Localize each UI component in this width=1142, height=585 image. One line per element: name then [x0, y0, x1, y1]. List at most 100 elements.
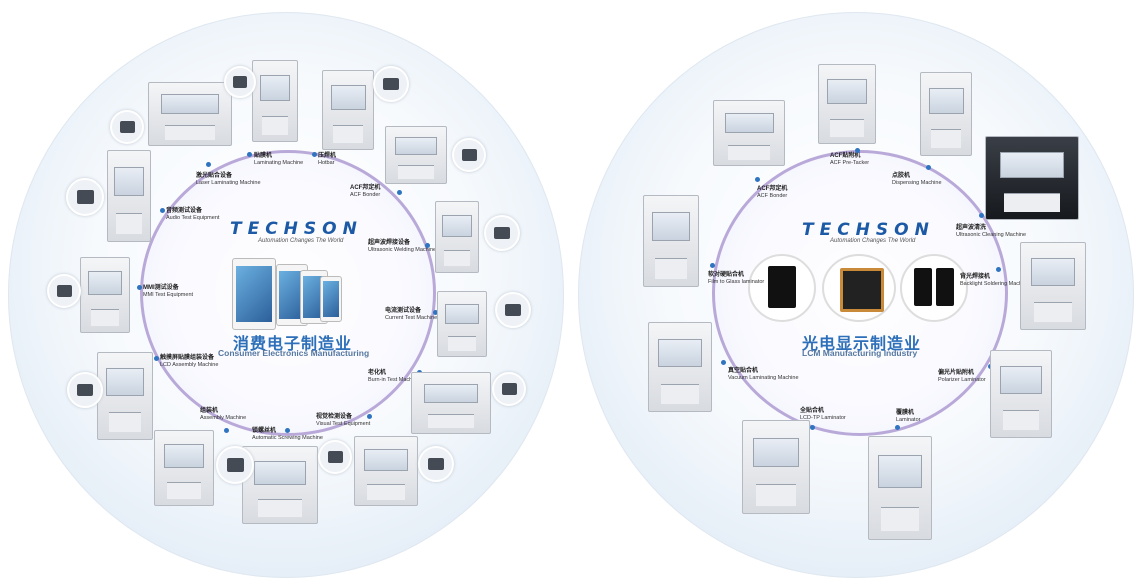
component-thumbnail [495, 292, 531, 328]
label-en: MMI Test Equipment [143, 292, 194, 298]
ring-dot [810, 425, 815, 430]
label-en: Current Test Machine [385, 315, 438, 321]
label-cn: ACF邦定机 [757, 186, 788, 192]
film-to-glass-laminator-image [643, 195, 699, 287]
component-thumbnail [216, 446, 254, 484]
acf-bonder-image [385, 126, 447, 184]
label-en: Backlight Soldering Machine [960, 281, 1030, 287]
ring-dot [979, 213, 984, 218]
label-en: Automatic Screwing Machine [252, 435, 323, 441]
label-en: LCD-TP Laminator [800, 415, 846, 421]
acf-bonder-image [713, 100, 785, 166]
laser-laminating-machine-image [148, 82, 232, 146]
ring-dot [755, 177, 760, 182]
label-cn: ACF贴附机 [830, 153, 861, 159]
lcd-tp-laminator-image [742, 420, 810, 514]
label-cn: 真空贴合机 [728, 368, 759, 374]
lcd-assembly-machine-image [97, 352, 153, 440]
ring-dot [433, 310, 438, 315]
component-thumbnail [373, 66, 409, 102]
component-thumbnail [492, 372, 526, 406]
label-cn: 全贴合机 [800, 408, 825, 414]
label-en: Vacuum Laminating Machine [728, 375, 799, 381]
label-cn: 老化机 [368, 370, 387, 376]
hotbar-machine-image [322, 70, 374, 150]
label-cn: 覆膜机 [896, 410, 915, 416]
phone-image [232, 258, 276, 330]
current-test-machine-image [437, 291, 487, 357]
component-thumbnail [66, 178, 104, 216]
label-cn: MMI测试设备 [143, 285, 179, 291]
ring-dot [710, 263, 715, 268]
label-en: Laminating Machine [254, 160, 304, 166]
label-en: Laser Laminating Machine [196, 180, 261, 186]
ultrasonic-welding-image [435, 201, 479, 273]
ring-dot [206, 162, 211, 167]
component-thumbnail [110, 110, 144, 144]
label-en: Ultrasonic Cleaning Machine [956, 232, 1027, 238]
ring-dot [137, 285, 142, 290]
ring-dot [285, 428, 290, 433]
techson-logo: TECHSON [230, 219, 363, 239]
ring-dot [926, 165, 931, 170]
label-en: Assembly Machine [200, 415, 247, 421]
label-en: Hotbar [318, 160, 335, 166]
ring-dot [425, 243, 430, 248]
ring-dot [996, 267, 1001, 272]
polarizer-laminator-image [990, 350, 1052, 438]
label-en: Film to Glass laminator [708, 279, 765, 285]
visual-test-equipment-image [354, 436, 418, 506]
label-cn: ACF邦定机 [350, 185, 381, 191]
ultrasonic-cleaning-image [985, 136, 1079, 220]
mmi-test-equipment-image [80, 257, 130, 333]
ring-dot [367, 414, 372, 419]
label-en: Polarizer Laminator [938, 377, 986, 383]
label-en: Visual Test Equipment [316, 421, 371, 427]
label-cn: 压焊机 [318, 153, 337, 159]
label-cn: 点胶机 [892, 173, 911, 179]
laminator-image [868, 436, 932, 540]
ring-dot [895, 425, 900, 430]
label-cn: 超声波清洗 [956, 225, 987, 231]
consumer-title-en: Consumer Electronics Manufacturing [218, 348, 370, 358]
label-cn: 背光焊接机 [960, 274, 991, 280]
label-cn: 电流测试设备 [385, 308, 422, 314]
phone-image [320, 276, 342, 322]
component-thumbnail [224, 66, 256, 98]
label-cn: 锁螺丝机 [252, 428, 277, 434]
lcm-title-cn: 光电显示制造业 [802, 336, 922, 353]
dispensing-machine-image [920, 72, 972, 156]
label-en: ACF Bonder [757, 193, 788, 199]
audio-test-equipment-image [107, 150, 151, 242]
ring-dot [855, 148, 860, 153]
vacuum-laminating-image [648, 322, 712, 412]
ring-dot [154, 356, 159, 361]
component-thumbnail [47, 274, 81, 308]
component-thumbnail [67, 372, 103, 408]
ring-dot [312, 152, 317, 157]
display-panel-image [900, 254, 968, 322]
slogan: Automation Changes The World [830, 238, 916, 244]
acf-pre-tacker-image [818, 64, 876, 144]
burn-in-machine-image [411, 372, 491, 434]
label-en: ACF Bonder [350, 192, 381, 198]
techson-logo: TECHSON [802, 220, 935, 240]
ring-dot [247, 152, 252, 157]
slogan: Automation Changes The World [258, 238, 344, 244]
